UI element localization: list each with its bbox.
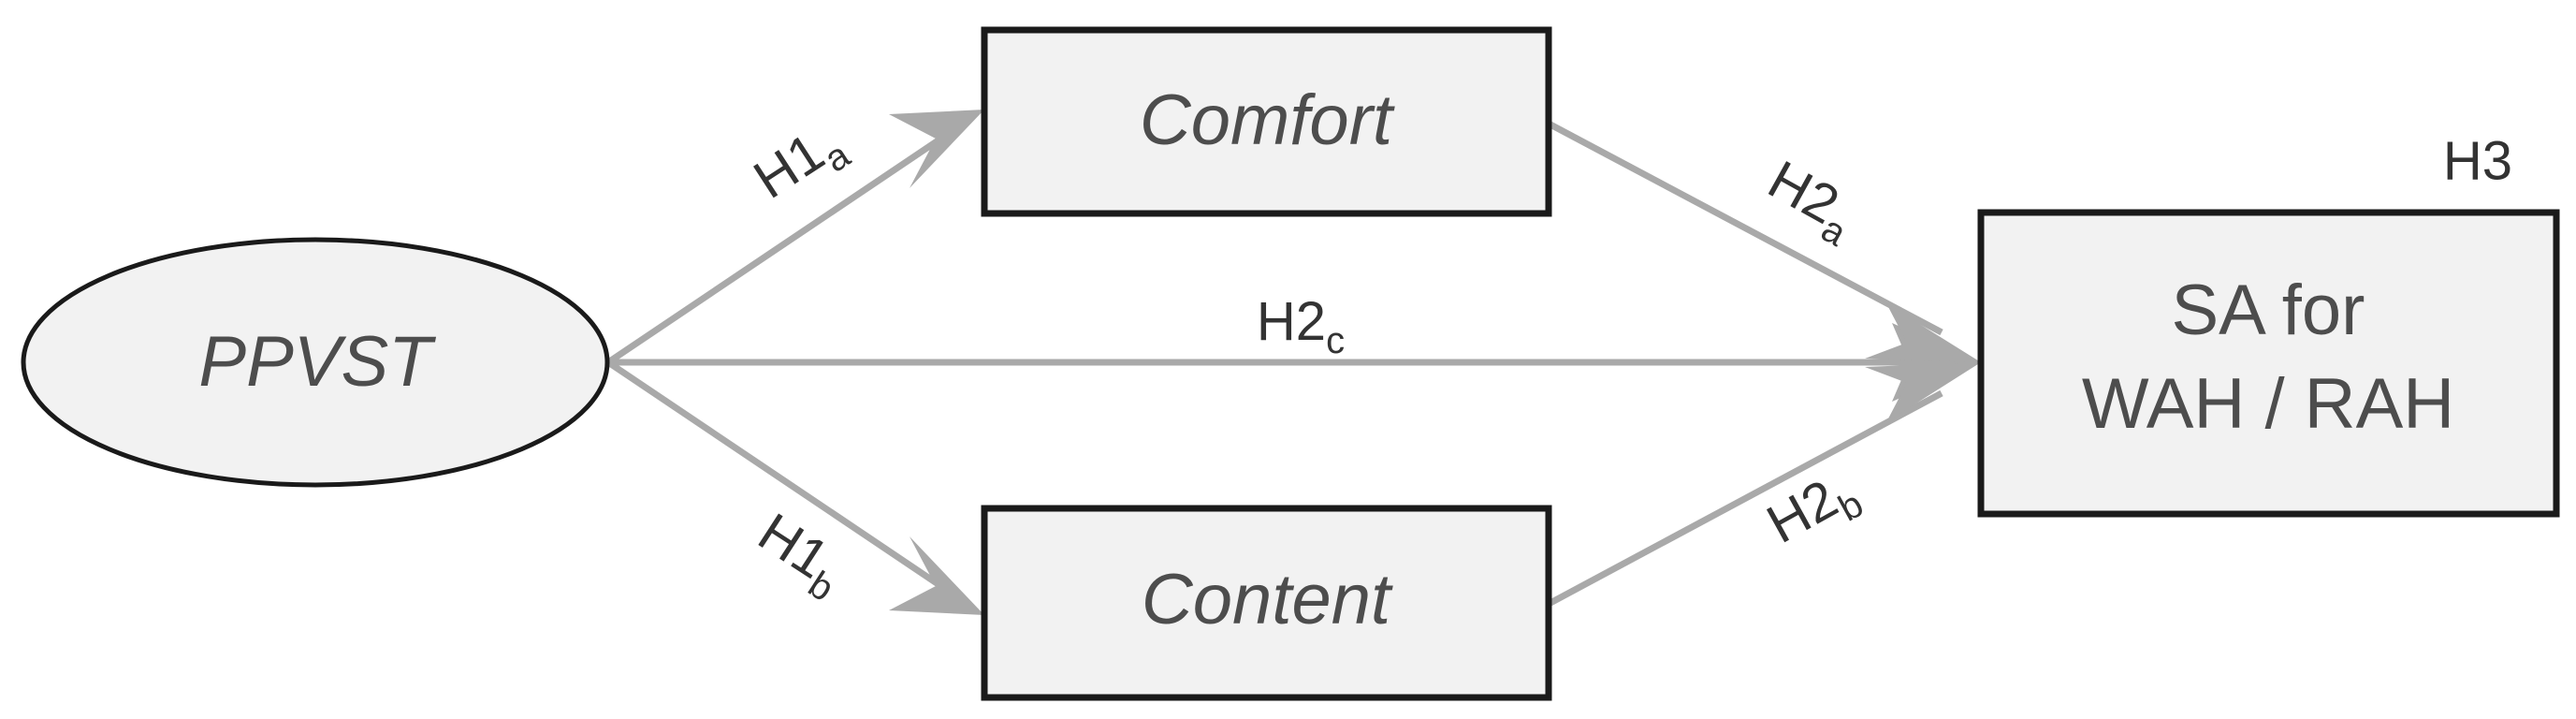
comfort-rect-shape	[981, 26, 1552, 217]
edge-label-h2c-sub: c	[1326, 320, 1345, 361]
edge-h2a-arrowhead	[1865, 303, 1981, 362]
edge-h1a-arrowhead	[889, 110, 984, 188]
content-rect-shape	[981, 505, 1552, 701]
ppvst-label: PPVST	[198, 322, 436, 402]
edge-label-h2b-text: H2b	[1757, 459, 1870, 564]
node-ppvst[interactable]: PPVST	[21, 237, 610, 488]
edge-h2b[interactable]	[1547, 362, 1981, 608]
edge-h2a[interactable]	[1547, 120, 1981, 362]
content-label: Content	[1142, 560, 1393, 639]
edge-h2b-line	[1547, 389, 1943, 608]
edge-label-h1a-main: H1	[744, 122, 836, 211]
edge-h2b-arrowhead	[1865, 362, 1981, 422]
ppvst-ellipse-shape	[21, 237, 610, 488]
edge-label-h1a-text: H1a	[744, 110, 858, 218]
node-content[interactable]: Content	[981, 505, 1552, 701]
node-sa-wah-rah[interactable]: SA for WAH / RAH	[1977, 209, 2560, 518]
edge-label-h2b: H2b	[1757, 459, 1870, 564]
sa-label-italic-part: SA	[2171, 271, 2266, 350]
edge-label-h2c-text: H2c	[1257, 291, 1345, 360]
comfort-label: Comfort	[1140, 81, 1395, 160]
edge-h1a-line	[606, 131, 950, 365]
edge-label-h1a: H1a	[744, 110, 858, 218]
edge-label-h2c-main: H2	[1257, 291, 1326, 352]
sa-label-line2: WAH / RAH	[2082, 364, 2454, 444]
edge-h1b-arrowhead	[889, 536, 984, 615]
annotation-h3: H3	[2443, 130, 2512, 191]
edge-h1b[interactable]	[606, 360, 984, 615]
node-comfort[interactable]: Comfort	[981, 26, 1552, 217]
sa-label-roman-part: for	[2263, 271, 2365, 350]
edge-h2a-line	[1547, 120, 1943, 336]
edge-h1a[interactable]	[606, 110, 984, 365]
sa-label-line1: SA for	[2171, 271, 2365, 350]
edge-h1b-line	[606, 360, 950, 594]
annotation-h3-text: H3	[2443, 130, 2512, 191]
sa-rect-shape	[1977, 209, 2560, 518]
edge-label-h2c: H2c	[1257, 291, 1345, 360]
